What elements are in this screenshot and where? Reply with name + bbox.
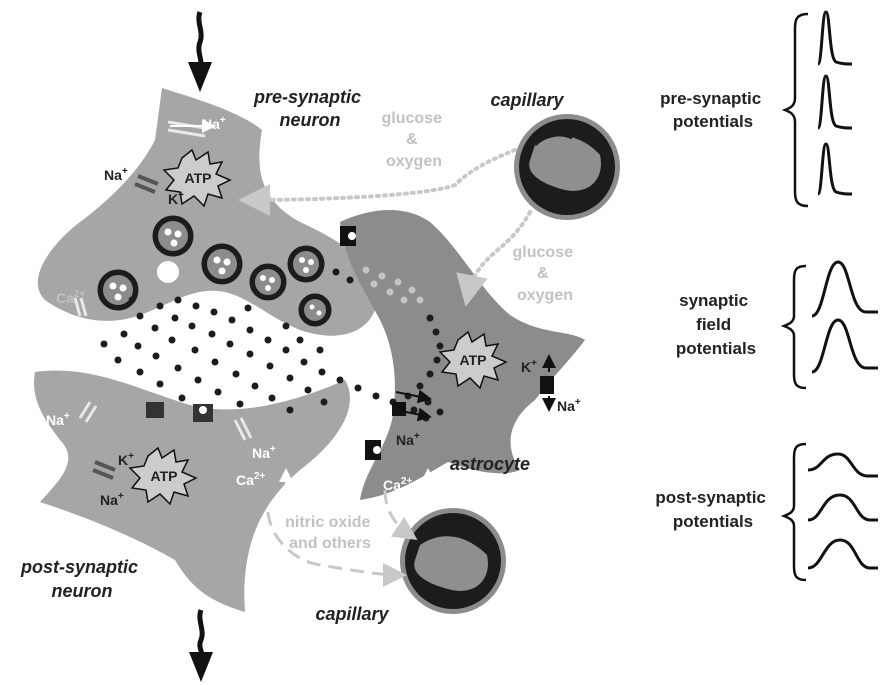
svg-text:pre-synaptic neuron: pre-synaptic neuron	[253, 87, 366, 130]
pre-synaptic-potentials-panel: pre-synaptic potentials	[660, 12, 852, 206]
pre-spike-1	[818, 12, 852, 64]
pre-potentials-label-1: pre-synaptic	[660, 89, 761, 108]
glucose-label-2: glucose	[513, 244, 574, 261]
synaptic-field-potentials-panel: synaptic field potentials	[676, 262, 878, 388]
svg-text:glucose & oxygen: glucose & oxygen	[382, 110, 447, 170]
capillary-top	[514, 114, 620, 220]
capillary-top-label: capillary	[490, 90, 564, 110]
nitric-oxide-label-1: nitric oxide	[285, 514, 370, 531]
atp-label-post: ATP	[151, 468, 178, 484]
oxygen-label-2: oxygen	[517, 287, 573, 304]
amp-label-1: &	[406, 131, 418, 148]
field-label-2: field	[696, 315, 731, 334]
fusion-pore	[157, 261, 179, 283]
svg-text:nitric oxide and others: nitric oxide and others	[285, 514, 375, 552]
astrocyte-label: astrocyte	[450, 454, 530, 474]
post-wave-3	[808, 540, 878, 568]
glucose-path-pre	[250, 150, 515, 200]
post-brace	[784, 444, 806, 580]
pre-spike-2	[818, 76, 852, 128]
svg-text:synaptic field pot: synaptic field potentials	[676, 291, 756, 358]
post-wave-2	[808, 495, 878, 520]
axon-output-arrow	[189, 610, 213, 682]
svg-text:glucose & oxygen: glucose & oxygen	[513, 244, 578, 304]
svg-text:pre-synaptic potentials: pre-synaptic potentials	[660, 89, 766, 131]
na-label-pre-2: Na+	[104, 166, 128, 183]
post-synaptic-label-2: neuron	[52, 581, 113, 601]
atp-label-astrocyte: ATP	[460, 352, 487, 368]
post-synaptic-label-1: post-synaptic	[20, 557, 138, 577]
capillary-bottom	[400, 508, 506, 614]
nitric-oxide-label-2: and others	[289, 535, 371, 552]
capillary-bottom-label: capillary	[315, 604, 389, 624]
glucose-label-1: glucose	[382, 110, 443, 127]
amp-label-2: &	[537, 265, 549, 282]
na-label-astrocyte-2: Na+	[557, 397, 581, 414]
atp-label-pre: ATP	[185, 170, 212, 186]
post-potentials-label-1: post-synaptic	[655, 488, 766, 507]
axon-input-arrow	[188, 12, 212, 92]
oxygen-label-1: oxygen	[386, 153, 442, 170]
pre-potentials-label-2: potentials	[673, 112, 753, 131]
field-label-3: potentials	[676, 339, 756, 358]
post-wave-1	[808, 454, 878, 476]
post-potentials-label-2: potentials	[673, 512, 753, 531]
field-brace	[784, 266, 806, 388]
post-synaptic-potentials-panel: post-synaptic potentials	[655, 444, 878, 580]
pre-brace	[785, 14, 808, 206]
pre-synaptic-label-1: pre-synaptic	[253, 87, 361, 107]
field-wave-2	[812, 320, 878, 372]
svg-text:post-synaptic potentials: post-synaptic potentials	[655, 488, 770, 531]
svg-text:post-synaptic neuron: post-synaptic neuron	[20, 557, 143, 601]
nitric-oxide-path-2	[385, 490, 410, 535]
field-wave-1	[812, 262, 878, 316]
field-label-1: synaptic	[679, 291, 748, 310]
pre-spike-3	[818, 144, 852, 194]
ca-label-astrocyte: Ca2+	[383, 476, 412, 493]
pre-synaptic-label-2: neuron	[280, 110, 341, 130]
